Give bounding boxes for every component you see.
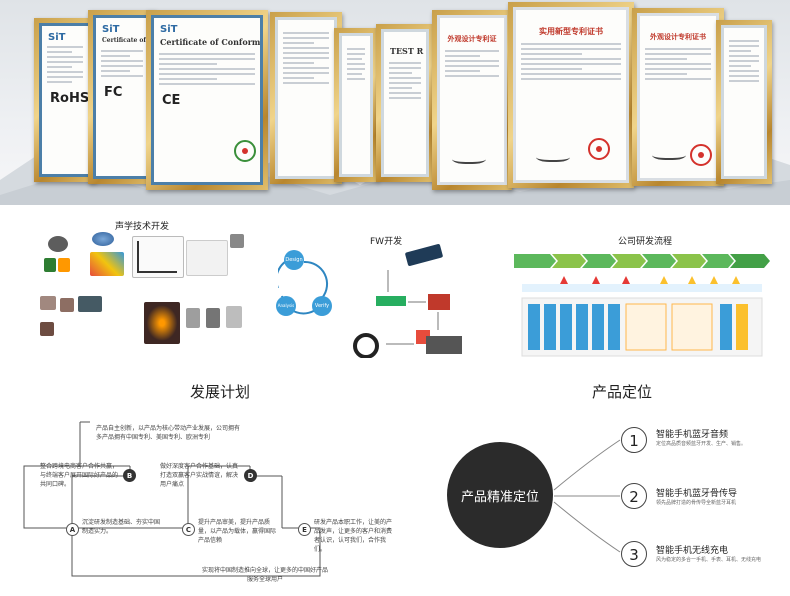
lab-photo bbox=[58, 258, 70, 272]
ce-mark: CE bbox=[162, 93, 181, 108]
positioning-number-3: 3 bbox=[621, 541, 647, 567]
cert-title: 外观设计专利证书 bbox=[650, 32, 706, 41]
plan-step-b-text: 整合跨境电商客户合作共赢，与终端客户展开国际好产品的共同口碑。 bbox=[40, 463, 119, 488]
signature-icon bbox=[452, 152, 486, 164]
red-seal-icon bbox=[690, 144, 712, 166]
cert-logo: SiT bbox=[102, 24, 120, 35]
certificate-small bbox=[334, 28, 378, 182]
fw-step-verify: Verify bbox=[312, 296, 332, 316]
equipment-photo bbox=[226, 306, 242, 328]
signature-icon bbox=[652, 148, 686, 160]
lab-photo bbox=[40, 296, 56, 310]
certificate-test-report: TEST R bbox=[376, 24, 434, 182]
positioning-center-label: 产品精准定位 bbox=[460, 490, 539, 505]
plan-bottom-text: 实现将中国制造推向全球，让更多的中国好产品服务全球用户 bbox=[201, 567, 328, 583]
positioning-item-2-desc: 领先品牌打造的骨传导全新蓝牙耳机 bbox=[656, 500, 737, 506]
signature-icon bbox=[536, 150, 570, 162]
plan-step-d-text: 做好深度客户合作基础，认真打造双赢客户实战情谊，解决用户痛点 bbox=[160, 463, 239, 488]
fw-step-analysis: Analysis bbox=[276, 296, 296, 316]
positioning-title: 产品定位 bbox=[591, 383, 652, 401]
cert-title: 外观设计专利证 bbox=[447, 34, 497, 43]
cert-title: Certificate of Conformity bbox=[102, 37, 148, 44]
plan-step-e-text: 研发产品本职工作，让美的产品发声，让更多的客户和消费者认识，认可我们，合作我们。 bbox=[314, 519, 393, 553]
fw-step-design: Design bbox=[284, 250, 304, 270]
certificate-band: SiT RoHS SiT Certificate of Conformity F… bbox=[0, 0, 790, 205]
fw-dev-title: FW开发 bbox=[370, 237, 403, 247]
positioning-center-circle bbox=[447, 442, 553, 548]
green-seal-icon bbox=[234, 140, 256, 162]
certificate-right bbox=[716, 20, 772, 184]
plan-node-a: A bbox=[66, 523, 79, 536]
certificate-design-patent-2: 外观设计专利证书 bbox=[632, 8, 724, 186]
speaker-photo bbox=[92, 232, 114, 246]
rd-process-title: 公司研发流程 bbox=[618, 237, 673, 247]
plan-node-c: C bbox=[182, 523, 195, 536]
certificate-ce: SiT Certificate of Conformity CE bbox=[146, 10, 268, 190]
red-seal-icon bbox=[588, 138, 610, 160]
lab-photo bbox=[60, 298, 74, 312]
rohs-mark: RoHS bbox=[50, 91, 90, 106]
positioning-number-1: 1 bbox=[621, 427, 647, 453]
anechoic-chamber-photo bbox=[144, 302, 180, 344]
cert-logo: SiT bbox=[48, 32, 66, 43]
test-setup bbox=[186, 240, 228, 276]
certificate-utility-patent: 实用新型专利证书 bbox=[508, 2, 634, 188]
certificate-design-patent: 外观设计专利证 bbox=[432, 10, 512, 190]
plan-top-text: 产品自主创新，以产品为核心带动产业发展，公司拥有多产品拥有中国专利、美国专利、欧… bbox=[96, 425, 241, 441]
frequency-plot bbox=[90, 252, 124, 276]
lab-photo bbox=[40, 322, 54, 336]
fw-dev-diagram: Design Verify Analysis bbox=[275, 240, 498, 359]
equipment-photo bbox=[206, 308, 220, 328]
acoustic-collage bbox=[40, 230, 260, 350]
plan-node-d: D bbox=[244, 469, 257, 482]
plan-node-b: B bbox=[123, 469, 136, 482]
positioning-item-1-desc: 定位高品质音频蓝牙开发、生产、销售。 bbox=[656, 441, 747, 447]
acoustic-tech-title: 声学技术开发 bbox=[115, 222, 170, 232]
microphone-photo bbox=[230, 234, 244, 248]
cert-logo: SiT bbox=[160, 24, 178, 35]
plan-title: 发展计划 bbox=[189, 383, 250, 401]
certificate-fc: SiT Certificate of Conformity FC bbox=[88, 10, 156, 184]
plan-step-c-text: 提升产品审美，提升产品质量，以产品为载体，赢得国际产品信赖 bbox=[198, 519, 277, 544]
cert-title: TEST R bbox=[390, 46, 424, 56]
certificate-rohs: SiT RoHS bbox=[34, 18, 96, 182]
lab-photo bbox=[78, 296, 102, 312]
cert-title: 实用新型专利证书 bbox=[539, 26, 603, 36]
headphone-photo bbox=[48, 236, 68, 252]
fc-mark: FC bbox=[104, 85, 123, 100]
cert-title: Certificate of Conformity bbox=[160, 37, 263, 47]
lab-photo bbox=[44, 258, 56, 272]
positioning-number-2: 2 bbox=[621, 483, 647, 509]
rd-process-diagram bbox=[514, 248, 770, 358]
plan-node-e: E bbox=[298, 523, 311, 536]
equipment-photo bbox=[186, 308, 200, 328]
rd-process-svg bbox=[514, 254, 770, 357]
plan-step-a-text: 沉淀研发制造基础、夯实中国制造实力。 bbox=[82, 519, 161, 535]
certificate-report bbox=[270, 12, 342, 184]
positioning-item-2-title: 智能手机蓝牙骨传导 bbox=[656, 489, 738, 499]
positioning-connectors bbox=[553, 439, 621, 553]
fw-cycle-svg bbox=[275, 244, 462, 359]
positioning-item-3-desc: 风为稳定的多合一手机、手表、耳机、无线充电 bbox=[656, 557, 762, 563]
measurement-diagram bbox=[132, 236, 184, 278]
positioning-item-3-title: 智能手机无线充电 bbox=[656, 546, 729, 556]
positioning-item-1-title: 智能手机蓝牙音频 bbox=[656, 430, 729, 440]
